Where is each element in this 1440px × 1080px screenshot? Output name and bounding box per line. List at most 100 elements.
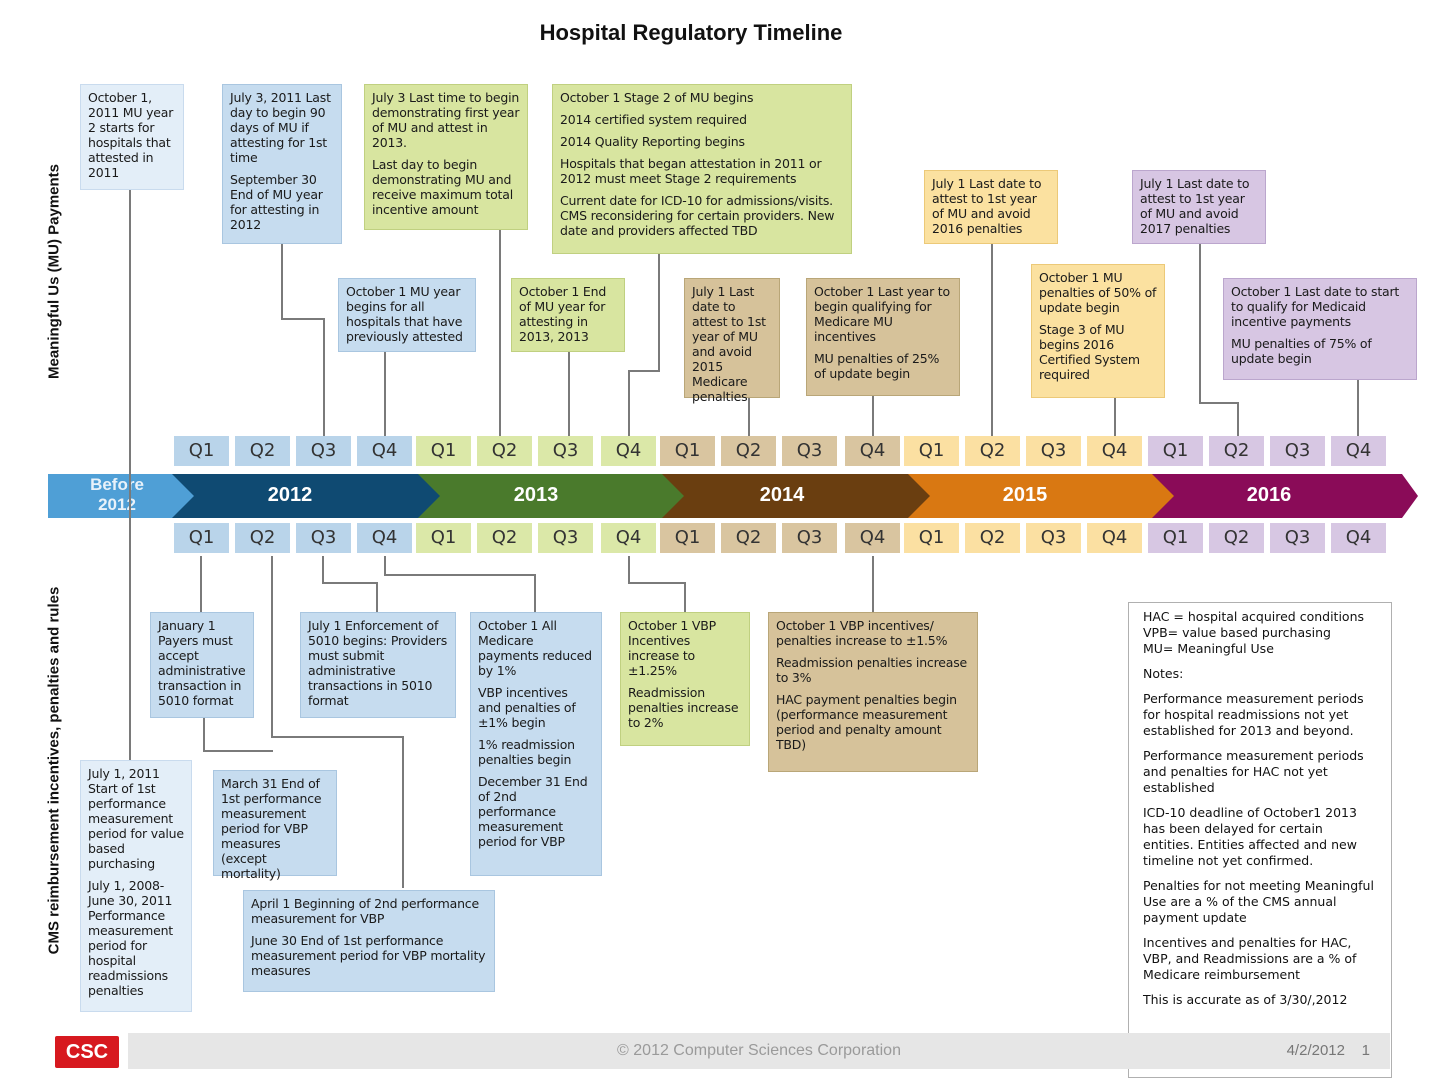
quarter-cell: Q4 [1331, 523, 1386, 553]
quarter-cell: Q3 [1026, 436, 1081, 466]
connector [402, 736, 404, 888]
note-item: Performance measurement periods and pena… [1143, 748, 1364, 795]
footer-bar: © 2012 Computer Sciences Corporation 4/2… [128, 1033, 1390, 1069]
connector [684, 582, 686, 612]
quarter-cell: Q3 [296, 436, 351, 466]
year-label-2016: 2016 [1246, 484, 1292, 506]
quarter-cell: Q3 [538, 523, 593, 553]
quarter-cell: Q2 [477, 436, 532, 466]
footer-date: 4/2/2012 1 [1286, 1042, 1370, 1059]
connector [748, 398, 750, 436]
year-label-2015: 2015 [1002, 484, 1048, 506]
quarter-cell: Q3 [538, 436, 593, 466]
quarter-cell: Q2 [965, 523, 1020, 553]
connector [1237, 402, 1239, 436]
quarter-cell: Q2 [721, 436, 776, 466]
mu-note-jul-2013: July 3 Last time to begin demonstrating … [364, 84, 528, 230]
year-label-2012: 2012 [267, 484, 313, 506]
quarter-cell: Q1 [416, 436, 471, 466]
quarter-cell: Q2 [965, 436, 1020, 466]
note-item: ICD-10 deadline of October1 2013 has bee… [1143, 805, 1357, 868]
connector [129, 190, 131, 760]
quarter-cell: Q2 [477, 523, 532, 553]
connector [271, 556, 273, 738]
page-title: Hospital Regulatory Timeline [539, 20, 843, 45]
quarter-cell: Q2 [235, 523, 290, 553]
connector [271, 736, 404, 738]
quarter-cell: Q3 [782, 523, 837, 553]
quarter-cell: Q2 [1209, 436, 1264, 466]
quarter-cell: Q1 [174, 523, 229, 553]
connector [628, 556, 630, 584]
quarter-cell: Q3 [1270, 436, 1325, 466]
quarter-cell: Q1 [1148, 523, 1203, 553]
mu-note-oct-2012: October 1 MU year begins for all hospita… [338, 278, 476, 352]
quarter-cell: Q1 [904, 436, 959, 466]
cms-note-jan-2012: January 1 Payers must accept administrat… [150, 612, 254, 718]
connector [991, 244, 993, 436]
timeline-arrow [48, 474, 1418, 518]
connector [1357, 380, 1359, 436]
quarter-cell: Q3 [782, 436, 837, 466]
connector [1199, 402, 1239, 404]
connector [322, 556, 324, 584]
quarter-cell: Q3 [1026, 523, 1081, 553]
copyright-text: © 2012 Computer Sciences Corporation [617, 1042, 901, 1059]
connector [323, 318, 325, 436]
quarter-cell: Q4 [845, 436, 900, 466]
mu-note-jul-2011: July 3, 2011 Last day to begin 90 days o… [222, 84, 342, 244]
segment-2015 [908, 474, 1178, 518]
connector [499, 230, 501, 436]
connector [628, 370, 660, 372]
note-item: This is accurate as of 3/30/,2012 [1143, 992, 1348, 1007]
cms-note-mar-2012: March 31 End of 1st performance measurem… [213, 770, 337, 881]
quarter-cell: Q1 [904, 523, 959, 553]
connector [281, 244, 283, 319]
legend-notes: HAC = hospital acquired conditions VPB= … [1128, 602, 1392, 1078]
connector [1199, 244, 1201, 404]
quarter-cell: Q1 [416, 523, 471, 553]
cms-note-oct-2013: October 1 VBP Incentives increase to ±1.… [620, 612, 750, 746]
quarter-cell: Q1 [660, 436, 715, 466]
connector [376, 582, 378, 612]
connector [658, 254, 660, 372]
quarter-cell: Q4 [601, 436, 656, 466]
quarter-cell: Q4 [1087, 523, 1142, 553]
connector [203, 718, 205, 752]
connector [872, 556, 874, 612]
quarter-cell: Q3 [1270, 523, 1325, 553]
quarter-cell: Q4 [1087, 436, 1142, 466]
quarter-cell: Q3 [296, 523, 351, 553]
mu-note-jul-2015: July 1 Last date to attest to 1st year o… [924, 170, 1058, 244]
mu-note-jul-2014: July 1 Last date to attest to 1st year o… [684, 278, 780, 404]
connector [628, 370, 630, 436]
csc-logo: CSC [55, 1036, 119, 1068]
quarter-cell: Q2 [235, 436, 290, 466]
side-label-cms: CMS reimbursement incentives, penalties … [45, 586, 63, 955]
connector [628, 582, 686, 584]
mu-note-oct-2013-stage2: October 1 Stage 2 of MU begins 2014 cert… [552, 84, 852, 254]
quarter-cell: Q1 [660, 523, 715, 553]
year-label-2013: 2013 [513, 484, 559, 506]
connector [203, 750, 273, 752]
mu-note-oct-2015: October 1 MU penalties of 50% of update … [1031, 264, 1165, 398]
quarter-cell: Q2 [721, 523, 776, 553]
connector [534, 574, 536, 612]
quarter-cell: Q2 [1209, 523, 1264, 553]
connector [281, 318, 325, 320]
legend-definitions: HAC = hospital acquired conditions VPB= … [1143, 609, 1365, 656]
note-item: Performance measurement periods for hosp… [1143, 691, 1364, 738]
quarter-cell: Q4 [845, 523, 900, 553]
mu-note-oct-2016: October 1 Last date to start to qualify … [1223, 278, 1417, 380]
connector [384, 574, 536, 576]
mu-note-jul-2016: July 1 Last date to attest to 1st year o… [1132, 170, 1266, 244]
segment-before [48, 474, 198, 518]
quarter-cell: Q1 [174, 436, 229, 466]
connector [322, 582, 378, 584]
connector [872, 396, 874, 436]
note-item: Incentives and penalties for HAC, VBP, a… [1143, 935, 1357, 982]
cms-note-oct-2012: October 1 All Medicare payments reduced … [470, 612, 602, 876]
cms-note-oct-2014: October 1 VBP incentives/ penalties incr… [768, 612, 978, 772]
segment-2012 [172, 474, 444, 518]
quarter-cell: Q4 [1331, 436, 1386, 466]
